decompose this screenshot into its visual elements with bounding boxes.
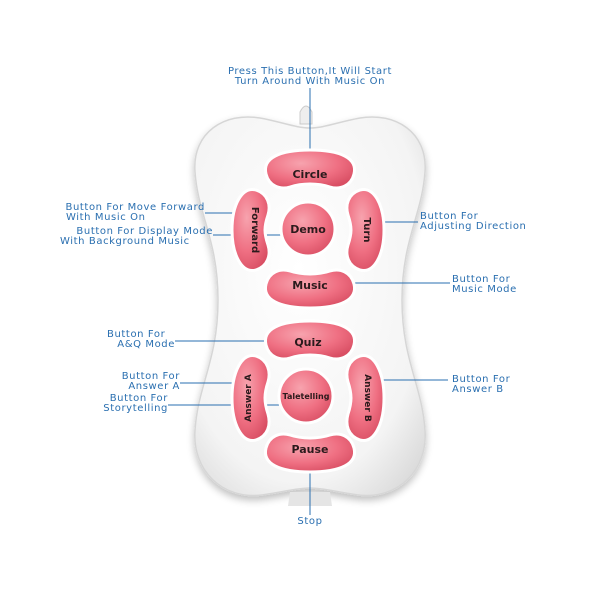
turn-button[interactable] bbox=[345, 188, 386, 272]
callout-pause: Stop bbox=[280, 517, 340, 527]
callout-circle-line-1: Press This Button,It Will Start bbox=[227, 66, 393, 77]
forward-button[interactable] bbox=[230, 188, 271, 272]
callout-demo: Button For Display Mode With Background … bbox=[50, 227, 213, 247]
callout-pause-line-1: Stop bbox=[297, 516, 323, 527]
callout-quiz: Button For A&Q Mode bbox=[80, 330, 175, 350]
callout-demo-line-2: With Background Music bbox=[60, 236, 190, 247]
pause-button[interactable] bbox=[263, 432, 357, 474]
callout-turn: Button For Adjusting Direction bbox=[420, 212, 526, 232]
answer-a-button[interactable] bbox=[230, 354, 271, 442]
answer-b-button[interactable] bbox=[345, 354, 386, 442]
turn-label: Turn bbox=[361, 218, 372, 243]
callout-answer-a-line-1: Button For bbox=[121, 371, 180, 382]
upper-button-cluster bbox=[230, 148, 386, 310]
callout-answer-a: Button For Answer A bbox=[80, 372, 180, 392]
callout-answer-b-line-2: Answer B bbox=[452, 384, 504, 395]
callout-answer-b: Button For Answer B bbox=[452, 375, 510, 395]
callout-forward-line-1: Button For Move Forward bbox=[65, 202, 205, 213]
callout-demo-line-1: Button For Display Mode bbox=[76, 226, 213, 237]
pause-label: Pause bbox=[291, 443, 328, 456]
lower-button-cluster bbox=[230, 319, 386, 474]
callout-answer-b-line-1: Button For bbox=[452, 374, 511, 385]
circle-button[interactable] bbox=[263, 148, 357, 190]
callout-forward: Button For Move Forward With Music On bbox=[50, 203, 205, 223]
callout-music-line-2: Music Mode bbox=[452, 284, 517, 295]
callout-music: Button For Music Mode bbox=[452, 275, 517, 295]
answer-a-label: Answer A bbox=[244, 374, 254, 422]
answer-b-label: Answer B bbox=[362, 374, 372, 422]
callout-taletelling-line-2: Storytelling bbox=[103, 403, 168, 414]
taletelling-label: Taletelling bbox=[283, 392, 330, 401]
callout-music-line-1: Button For bbox=[452, 274, 511, 285]
quiz-label: Quiz bbox=[294, 336, 321, 349]
callout-quiz-line-2: A&Q Mode bbox=[117, 339, 175, 350]
callout-quiz-line-1: Button For bbox=[107, 329, 166, 340]
quiz-button[interactable] bbox=[263, 319, 357, 361]
callout-circle: Press This Button,It Will Start Turn Aro… bbox=[205, 67, 415, 87]
callout-turn-line-1: Button For bbox=[420, 211, 479, 222]
callout-circle-line-2: Turn Around With Music On bbox=[234, 76, 386, 87]
callout-taletelling-line-1: Button For bbox=[109, 393, 168, 404]
callout-forward-line-2: With Music On bbox=[66, 212, 146, 223]
forward-label: Forward bbox=[249, 207, 260, 253]
music-label: Music bbox=[292, 279, 328, 292]
demo-button[interactable] bbox=[279, 200, 337, 258]
music-button[interactable] bbox=[263, 268, 357, 310]
callout-turn-line-2: Adjusting Direction bbox=[420, 221, 527, 232]
callout-answer-a-line-2: Answer A bbox=[128, 381, 180, 392]
callout-taletelling: Button For Storytelling bbox=[70, 394, 168, 414]
button-labels: Circle Forward Demo Turn Music Quiz Answ… bbox=[244, 168, 372, 456]
circle-label: Circle bbox=[292, 168, 327, 181]
taletelling-button[interactable] bbox=[277, 367, 335, 425]
demo-label: Demo bbox=[290, 223, 326, 236]
led-window bbox=[299, 105, 313, 125]
